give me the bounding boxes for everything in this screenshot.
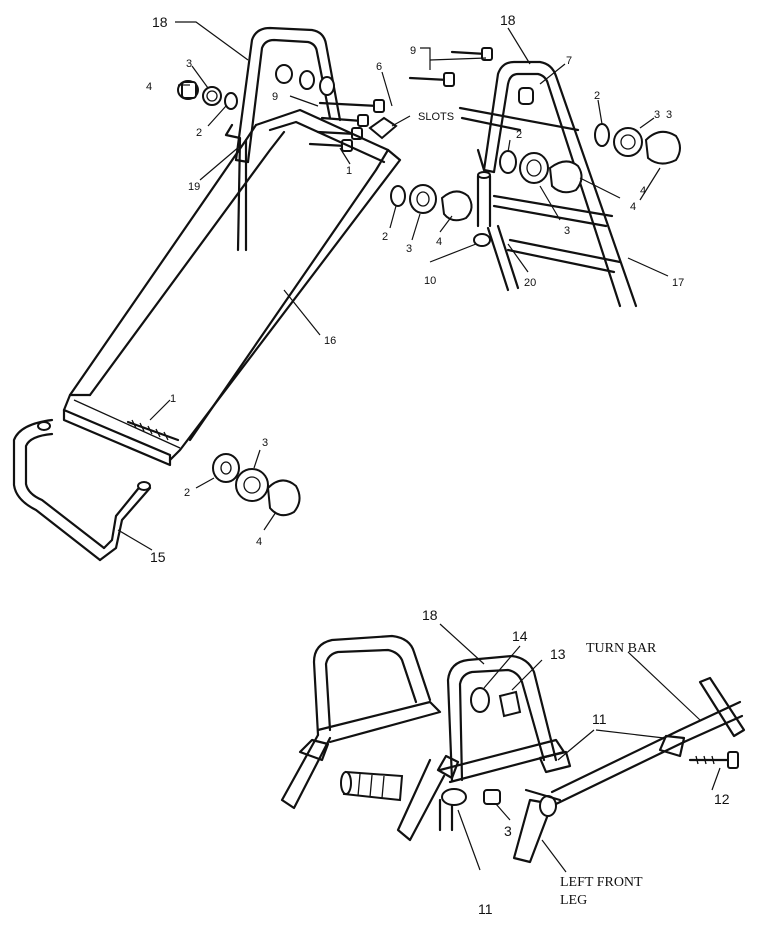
callout-3: 3 bbox=[406, 243, 412, 255]
slide-bed bbox=[62, 108, 402, 467]
callout-11: 11 bbox=[478, 901, 493, 917]
callout-6: 6 bbox=[376, 61, 382, 73]
left-upright-frame bbox=[224, 26, 342, 252]
callout-1: 1 bbox=[346, 165, 352, 177]
callout-18: 18 bbox=[422, 607, 438, 623]
callout-20: 20 bbox=[524, 277, 536, 289]
callout-labels: 18 18 9 9 7 6 4 3 2 2 3 2 1 19 2 3 4 3 4… bbox=[146, 12, 730, 917]
frame-nuts-upper bbox=[275, 64, 335, 96]
bolts-set-9 bbox=[308, 99, 385, 152]
callout-14: 14 bbox=[512, 628, 528, 644]
callout-16: 16 bbox=[324, 335, 336, 347]
left-front-leg bbox=[512, 788, 562, 864]
ladder-frame bbox=[458, 60, 638, 308]
callout-7: 7 bbox=[566, 55, 572, 67]
callout-4: 4 bbox=[256, 536, 262, 548]
callout-9: 9 bbox=[272, 91, 278, 103]
callout-9: 9 bbox=[410, 45, 416, 57]
slots-bracket bbox=[368, 115, 411, 140]
callout-17: 17 bbox=[672, 277, 684, 289]
slots-label: SLOTS bbox=[418, 111, 454, 123]
bottom-bolt-and-fasteners bbox=[126, 419, 301, 517]
callout-3: 3 bbox=[654, 109, 660, 121]
callout-3: 3 bbox=[564, 225, 570, 237]
callout-10: 10 bbox=[424, 275, 436, 287]
support-post bbox=[473, 171, 520, 292]
callout-11: 11 bbox=[592, 711, 607, 727]
leader-lines-top bbox=[117, 21, 669, 551]
callout-12: 12 bbox=[714, 791, 730, 807]
turn-bar bbox=[550, 676, 746, 806]
callout-1: 1 bbox=[170, 393, 176, 405]
bottom-frame-assembly bbox=[280, 634, 572, 842]
callout-2: 2 bbox=[594, 90, 600, 102]
callout-15: 15 bbox=[150, 549, 166, 565]
callout-2: 2 bbox=[184, 487, 190, 499]
callout-3: 3 bbox=[666, 109, 672, 121]
callout-4: 4 bbox=[630, 201, 636, 213]
callout-4: 4 bbox=[146, 81, 152, 93]
callout-19: 19 bbox=[188, 181, 200, 193]
callout-3: 3 bbox=[186, 58, 192, 70]
left-front-leg-label: LEG bbox=[560, 893, 587, 908]
callout-2: 2 bbox=[382, 231, 388, 243]
callout-4: 4 bbox=[436, 236, 442, 248]
bolt-9-top bbox=[408, 47, 493, 87]
callout-2: 2 bbox=[196, 127, 202, 139]
callout-3: 3 bbox=[504, 823, 512, 839]
turn-bar-label: TURN BAR bbox=[586, 641, 657, 656]
left-rear-fastener-stack bbox=[177, 80, 238, 110]
callout-3: 3 bbox=[262, 437, 268, 449]
right-middle-fastener-stack bbox=[499, 150, 583, 194]
cap-7 bbox=[518, 87, 534, 105]
front-handle-15 bbox=[12, 418, 152, 562]
callout-18: 18 bbox=[500, 12, 516, 28]
callout-4: 4 bbox=[640, 185, 646, 197]
callout-2: 2 bbox=[516, 129, 522, 141]
right-upper-fastener-stack bbox=[594, 123, 681, 165]
left-front-leg-label: LEFT FRONT bbox=[560, 875, 643, 890]
leader-lines-bottom bbox=[439, 623, 721, 873]
callout-13: 13 bbox=[550, 646, 566, 662]
center-fastener-stack bbox=[390, 184, 473, 222]
callout-18: 18 bbox=[152, 14, 168, 30]
